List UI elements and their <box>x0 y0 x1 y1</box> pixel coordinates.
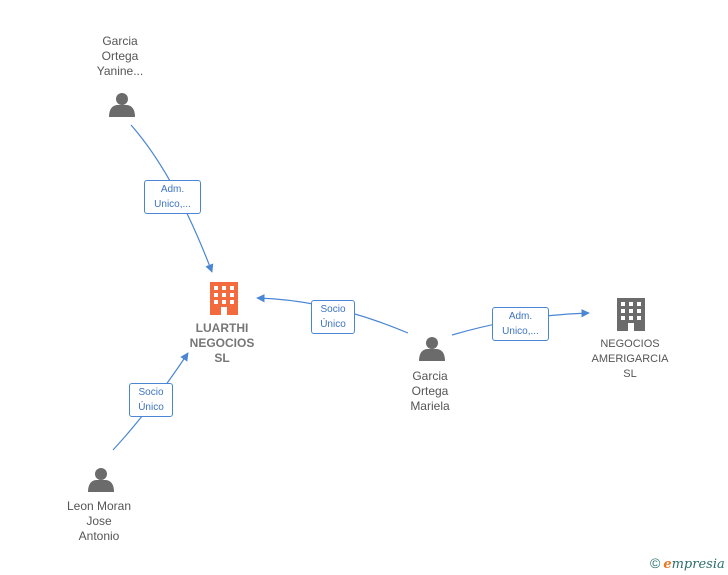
node-label-line: Mariela <box>410 399 450 413</box>
node-label-line: Jose <box>86 514 112 528</box>
node-label-line: Ortega <box>411 384 449 398</box>
edge-label-line: Socio <box>138 387 164 398</box>
node-label-leon-moran[interactable]: Leon Moran Jose Antonio <box>49 499 149 544</box>
node-label-garcia-yanine[interactable]: Garcia Ortega Yanine... <box>72 34 168 79</box>
node-label-luarthi[interactable]: LUARTHI NEGOCIOS SL <box>172 321 272 366</box>
edge-label-mariela-amerigarcia: Adm. Unico,... <box>492 307 549 341</box>
edge-label-yanine-luarthi: Adm. Unico,... <box>144 180 201 214</box>
brand-e: e <box>663 557 672 572</box>
edge-label-mariela-luarthi: Socio Único <box>311 300 355 334</box>
copyright-symbol: © <box>650 555 661 571</box>
brand-rest: mpresia <box>671 557 725 572</box>
node-label-garcia-mariela[interactable]: Garcia Ortega Mariela <box>382 369 478 414</box>
edge-label-line: Único <box>138 402 164 413</box>
node-label-line: NEGOCIOS <box>600 338 660 350</box>
building-icon <box>210 282 238 315</box>
person-icon <box>109 93 135 117</box>
edge-label-line: Adm. <box>160 184 185 195</box>
node-label-line: LUARTHI <box>195 321 249 335</box>
edge-label-line: Adm. <box>508 311 533 322</box>
node-label-line: Garcia <box>102 34 138 48</box>
node-label-line: Ortega <box>101 49 139 63</box>
node-label-line: Yanine... <box>96 64 144 78</box>
edge-label-line: Único <box>320 319 346 330</box>
node-label-line: Garcia <box>412 369 448 383</box>
node-label-line: SL <box>214 351 230 365</box>
node-label-line: SL <box>623 368 637 380</box>
node-label-line: AMERIGARCIA <box>591 353 669 365</box>
empresia-logo[interactable]: ©empresia <box>650 555 725 572</box>
person-icon <box>88 468 114 492</box>
edge-label-leon-luarthi: Socio Único <box>129 383 173 417</box>
node-label-line: NEGOCIOS <box>189 336 255 350</box>
edge-label-line: Socio <box>320 304 346 315</box>
person-icon <box>419 337 445 361</box>
node-label-amerigarcia[interactable]: NEGOCIOS AMERIGARCIA SL <box>576 337 684 382</box>
building-icon <box>617 298 645 331</box>
edge-label-line: Unico,... <box>502 326 539 337</box>
edge-label-line: Unico,... <box>154 199 191 210</box>
node-label-line: Leon Moran <box>66 499 132 513</box>
node-label-line: Antonio <box>78 529 120 543</box>
